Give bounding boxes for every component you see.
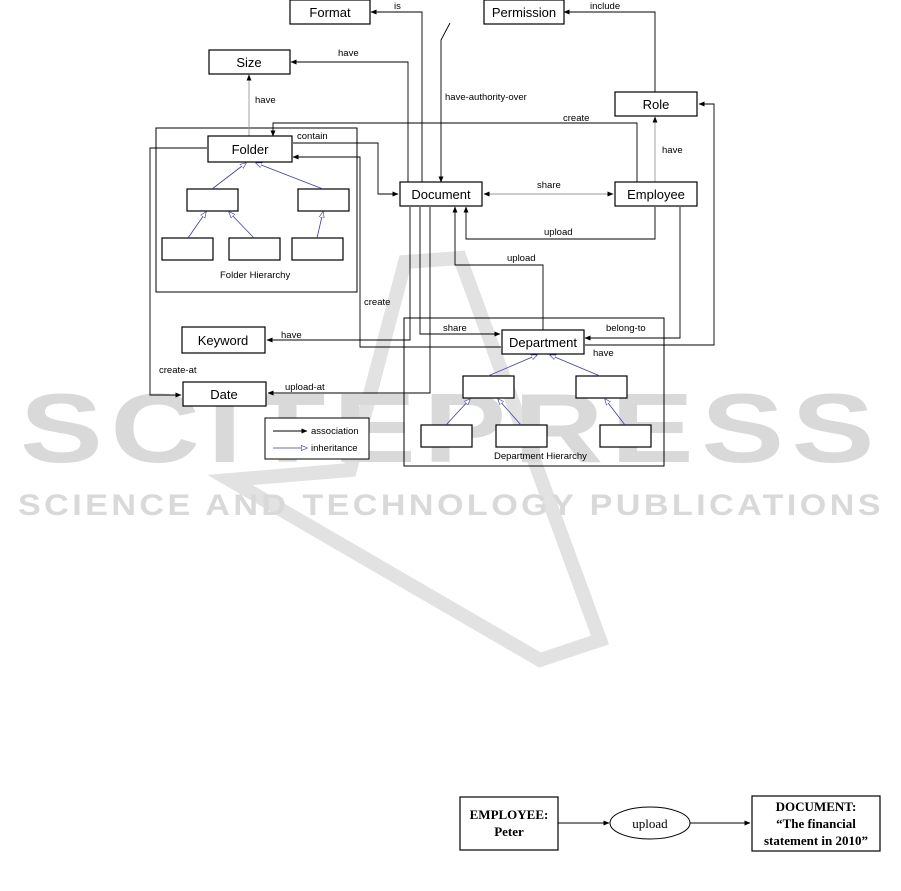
department-subclass-box [575, 375, 628, 399]
example-employee-box[interactable]: EMPLOYEE: Peter [459, 796, 559, 851]
watermark-emblem [207, 250, 610, 668]
node-permission-label: Permission [492, 5, 556, 20]
node-format[interactable]: Format [289, 0, 371, 25]
node-keyword-label: Keyword [198, 333, 249, 348]
inheritance-lines [187, 163, 626, 426]
folder-subclass-box [297, 188, 350, 212]
edge-label-share-employee: share [537, 180, 561, 191]
node-department[interactable]: Department [501, 329, 585, 355]
department-hierarchy-label: Department Hierarchy [494, 451, 587, 462]
department-subclass-box [495, 424, 548, 448]
watermark-small-text: SCIENCE AND TECHNOLOGY PUBLICATIONS [18, 489, 884, 522]
node-role[interactable]: Role [614, 91, 698, 117]
department-subclass-box [599, 424, 652, 448]
node-date-label: Date [210, 387, 237, 402]
edge-label-upload-employee: upload [544, 227, 573, 238]
legend: association inheritance [264, 417, 370, 460]
example-document-title: DOCUMENT: [776, 799, 857, 814]
node-size[interactable]: Size [208, 49, 291, 75]
edge-label-create-at: create-at [159, 365, 197, 376]
node-permission[interactable]: Permission [483, 0, 565, 25]
node-size-label: Size [236, 55, 261, 70]
node-role-label: Role [643, 97, 670, 112]
folder-hierarchy-frame [155, 127, 358, 293]
node-folder[interactable]: Folder [207, 135, 293, 163]
legend-association-label: association [311, 426, 359, 437]
node-document[interactable]: Document [399, 181, 483, 207]
node-employee[interactable]: Employee [614, 181, 698, 207]
folder-subclass-box [291, 237, 344, 261]
edge-label-have-department: have [593, 348, 614, 359]
edge-label-create-role: create [563, 113, 589, 124]
edge-label-share-department: share [443, 323, 467, 334]
edge-label-upload-at: upload-at [285, 382, 325, 393]
folder-hierarchy-label: Folder Hierarchy [220, 270, 290, 281]
node-employee-label: Employee [627, 187, 685, 202]
example-diagram: EMPLOYEE: Peter upload DOCUMENT: “The fi… [459, 795, 881, 852]
edge-label-belong-to: belong-to [606, 323, 646, 334]
folder-subclass-box [186, 188, 239, 212]
node-folder-label: Folder [232, 142, 270, 157]
edge-label-have-size: have [338, 48, 359, 59]
example-upload-label: upload [632, 816, 668, 831]
edge-label-have-authority-over: have-authority-over [445, 92, 527, 103]
edge-label-have-folder-size: have [255, 95, 276, 106]
edge-label-upload-department: upload [507, 253, 536, 264]
example-employee-name: Peter [494, 824, 524, 839]
legend-inheritance-label: inheritance [311, 443, 357, 454]
example-upload-oval[interactable]: upload [609, 806, 691, 840]
department-subclass-box [462, 375, 515, 399]
node-document-label: Document [411, 187, 471, 202]
edge-label-have-role: have [662, 145, 683, 156]
node-format-label: Format [309, 5, 351, 20]
example-employee-title: EMPLOYEE: [470, 807, 549, 822]
edge-label-include: include [590, 1, 620, 12]
folder-subclass-box [228, 237, 281, 261]
edge-label-is: is [394, 1, 401, 12]
example-document-box[interactable]: DOCUMENT: “The financial statement in 20… [751, 795, 881, 852]
node-date[interactable]: Date [182, 381, 267, 407]
department-subclass-box [420, 424, 473, 448]
example-document-line2: “The financial [776, 816, 856, 831]
edge-label-have-keyword: have [281, 330, 302, 341]
legend-frame [264, 417, 370, 460]
department-hierarchy-frame [403, 317, 665, 467]
edge-label-contain: contain [297, 131, 328, 142]
association-lines [149, 9, 715, 398]
folder-subclass-box [161, 237, 214, 261]
example-document-line3: statement in 2010” [764, 833, 868, 848]
node-department-label: Department [509, 335, 577, 350]
edge-label-create-keyword: create [364, 297, 390, 308]
node-keyword[interactable]: Keyword [181, 326, 266, 354]
